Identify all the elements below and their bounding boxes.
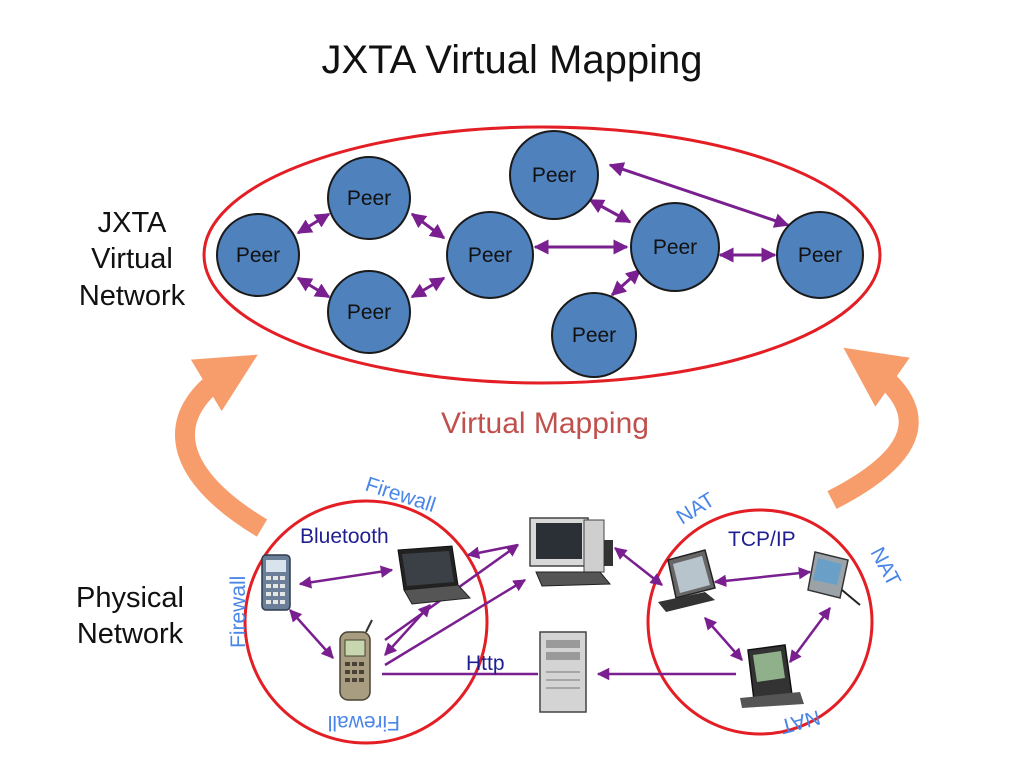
firewall-label-bottom: Firewall xyxy=(328,711,400,734)
device-link xyxy=(713,566,812,588)
peer-link xyxy=(410,212,446,240)
peer-label: Peer xyxy=(236,244,280,267)
firewall-label-top: Firewall xyxy=(362,473,438,517)
peer-label: Peer xyxy=(347,187,391,210)
bluetooth-network-circle xyxy=(243,499,489,745)
mapping-arrow-left xyxy=(175,354,268,537)
mapping-arrow-right xyxy=(827,347,919,509)
peer-label: Peer xyxy=(653,236,697,259)
peer-link xyxy=(588,198,632,224)
peer-label: Peer xyxy=(532,164,576,187)
peer-node: Peer xyxy=(509,130,599,220)
device-link xyxy=(788,606,832,664)
http-label: Http xyxy=(466,652,505,675)
nat-label-bottom: NAT xyxy=(777,705,822,738)
peer-node: Peer xyxy=(630,202,720,292)
device-link xyxy=(384,578,527,667)
mobile-phone-icon xyxy=(339,619,373,701)
firewall-label-left: Firewall xyxy=(227,576,250,648)
virtual-network-label: JXTA Virtual Network xyxy=(62,205,202,314)
peer-label: Peer xyxy=(468,244,512,267)
tcpip-label: TCP/IP xyxy=(728,528,796,551)
device-link xyxy=(289,609,334,659)
peer-link xyxy=(296,276,331,299)
laptop-icon xyxy=(397,545,472,605)
physical-network-label-line: Physical xyxy=(76,582,184,614)
bluetooth-label: Bluetooth xyxy=(300,525,389,548)
device-link xyxy=(704,617,743,661)
peer-link xyxy=(410,276,446,299)
device-link xyxy=(466,543,519,559)
virtual-network-label-line: Network xyxy=(78,279,186,312)
pda-icon xyxy=(807,551,861,606)
peer-node: Peer xyxy=(327,270,411,354)
peer-node: Peer xyxy=(551,292,637,378)
calculator-icon xyxy=(261,554,291,611)
physical-network-label: Physical Network xyxy=(55,580,205,653)
virtual-mapping-label: Virtual Mapping xyxy=(441,407,649,440)
tcpip-network-circle xyxy=(646,508,874,736)
palm-device-icon xyxy=(740,644,804,708)
peer-link xyxy=(610,268,642,297)
device-link xyxy=(298,565,394,589)
peer-label: Peer xyxy=(347,301,391,324)
peer-label: Peer xyxy=(798,244,842,267)
virtual-network-label-line: Virtual xyxy=(91,243,173,276)
nat-label-right: NAT xyxy=(866,544,905,591)
peer-node: Peer xyxy=(216,213,300,297)
physical-network-label-line: Network xyxy=(76,618,184,651)
peer-node: Peer xyxy=(446,211,534,299)
peer-node: Peer xyxy=(327,156,411,240)
peer-link xyxy=(296,212,331,235)
peer-link xyxy=(608,162,790,228)
desktop-computer-icon xyxy=(529,517,613,587)
slide-title: JXTA Virtual Mapping xyxy=(321,38,703,82)
peer-node: Peer xyxy=(776,211,864,299)
peer-label: Peer xyxy=(572,324,616,347)
tablet-pc-icon xyxy=(658,549,716,612)
server-tower-icon xyxy=(539,631,587,713)
device-link xyxy=(614,547,663,586)
virtual-network-label-line: JXTA xyxy=(97,207,167,239)
virtual-network-ellipse xyxy=(202,125,882,385)
nat-label-top: NAT xyxy=(672,488,719,529)
